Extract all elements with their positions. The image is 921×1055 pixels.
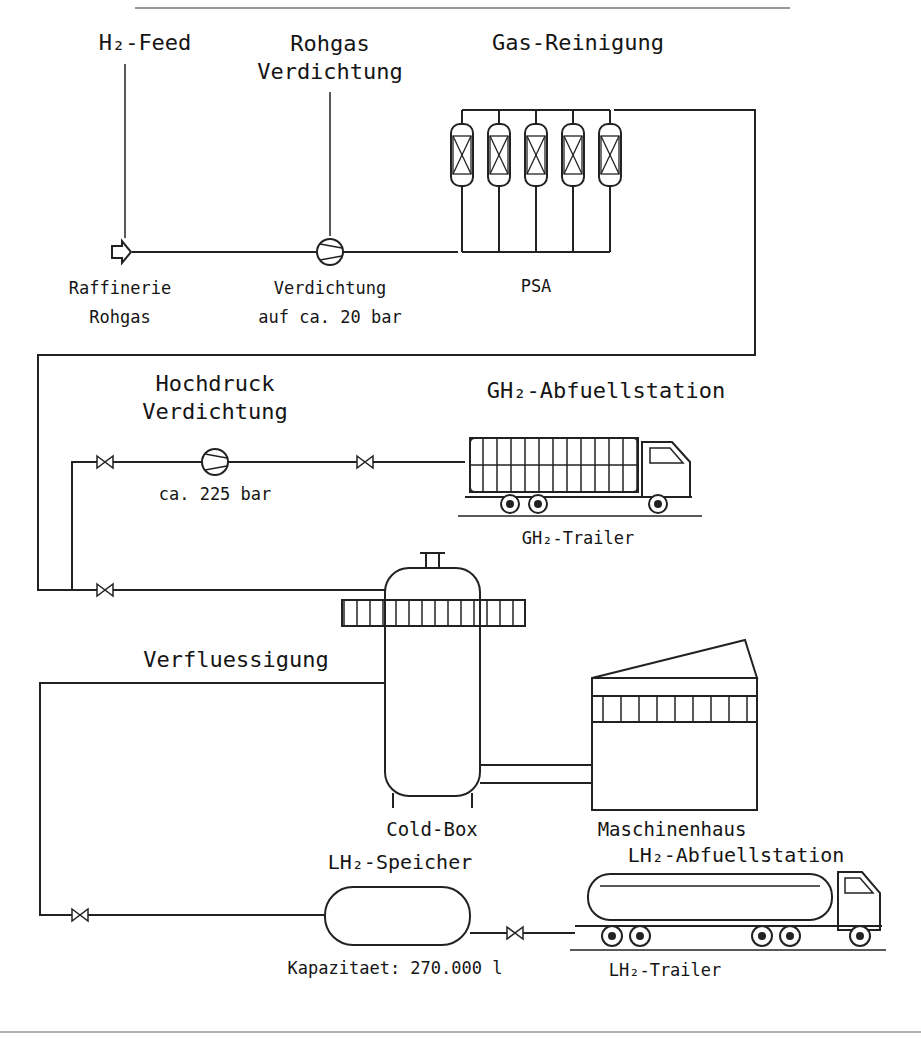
leader-line xyxy=(124,64,126,238)
valve-symbol xyxy=(72,456,523,939)
gh2-trailer xyxy=(458,438,702,516)
equipment-label: H₂-Feed xyxy=(99,30,192,56)
equipment-label: Gas-Reinigung xyxy=(492,30,664,56)
frame-rule xyxy=(0,1031,921,1033)
lh2-trailer xyxy=(570,872,886,950)
filling-station: LH₂-AbfuellstationLH₂-Trailer xyxy=(575,870,882,952)
filling-station: GH₂-AbfuellstationGH₂-Trailer xyxy=(465,436,691,516)
leader-line xyxy=(329,92,331,236)
compressor-symbol xyxy=(202,449,228,475)
feed-arrow xyxy=(112,241,131,263)
equipment-note: Cold-Box xyxy=(386,818,478,841)
equipment-label: Hochdruck Verdichtung xyxy=(120,370,310,425)
frame-rule xyxy=(135,7,790,9)
machine-house xyxy=(592,640,757,810)
equipment-note: PSA xyxy=(521,276,552,296)
equipment-note: Kapazitaet: 270.000 l xyxy=(288,958,503,978)
pipe-line xyxy=(343,251,458,253)
psa-adsorbers xyxy=(451,110,621,252)
equipment-label: LH₂-Speicher xyxy=(328,850,473,874)
feed-inlet: H₂-FeedRaffinerie Rohgas xyxy=(110,240,132,264)
pipe-line xyxy=(228,461,465,463)
compressor: Rohgas VerdichtungVerdichtung auf ca. 20… xyxy=(317,239,343,265)
pipe-line xyxy=(132,251,317,253)
equipment-note: GH₂-Trailer xyxy=(522,528,635,548)
equipment-label: Maschinenhaus xyxy=(598,818,747,841)
equipment-note: LH₂-Trailer xyxy=(609,960,722,980)
pipe-line xyxy=(40,683,385,915)
equipment-label: Rohgas Verdichtung xyxy=(235,30,425,85)
storage-tank: LH₂-SpeicherKapazitaet: 270.000 l xyxy=(325,887,470,945)
pipe-line xyxy=(480,764,592,766)
pipe-line xyxy=(38,110,755,590)
equipment-label: Verfluessigung xyxy=(143,647,328,673)
pipe-line xyxy=(38,110,755,590)
machine-house: Maschinenhaus xyxy=(592,640,757,810)
compressor: Hochdruck Verdichtungca. 225 bar xyxy=(202,449,228,475)
cold-box-vessel xyxy=(342,553,592,808)
lh2-storage-tank xyxy=(325,887,470,945)
compressor-symbol xyxy=(317,239,343,265)
equipment-note: Verdichtung auf ca. 20 bar xyxy=(256,274,405,332)
equipment-label: GH₂-Abfuellstation xyxy=(487,378,725,404)
equipment-note: Raffinerie Rohgas xyxy=(55,274,185,332)
equipment-note: ca. 225 bar xyxy=(159,484,272,504)
cold-box: VerfluessigungCold-Box xyxy=(385,553,480,808)
psa-unit: Gas-ReinigungPSA xyxy=(458,106,614,256)
equipment-label: LH₂-Abfuellstation xyxy=(628,843,845,867)
